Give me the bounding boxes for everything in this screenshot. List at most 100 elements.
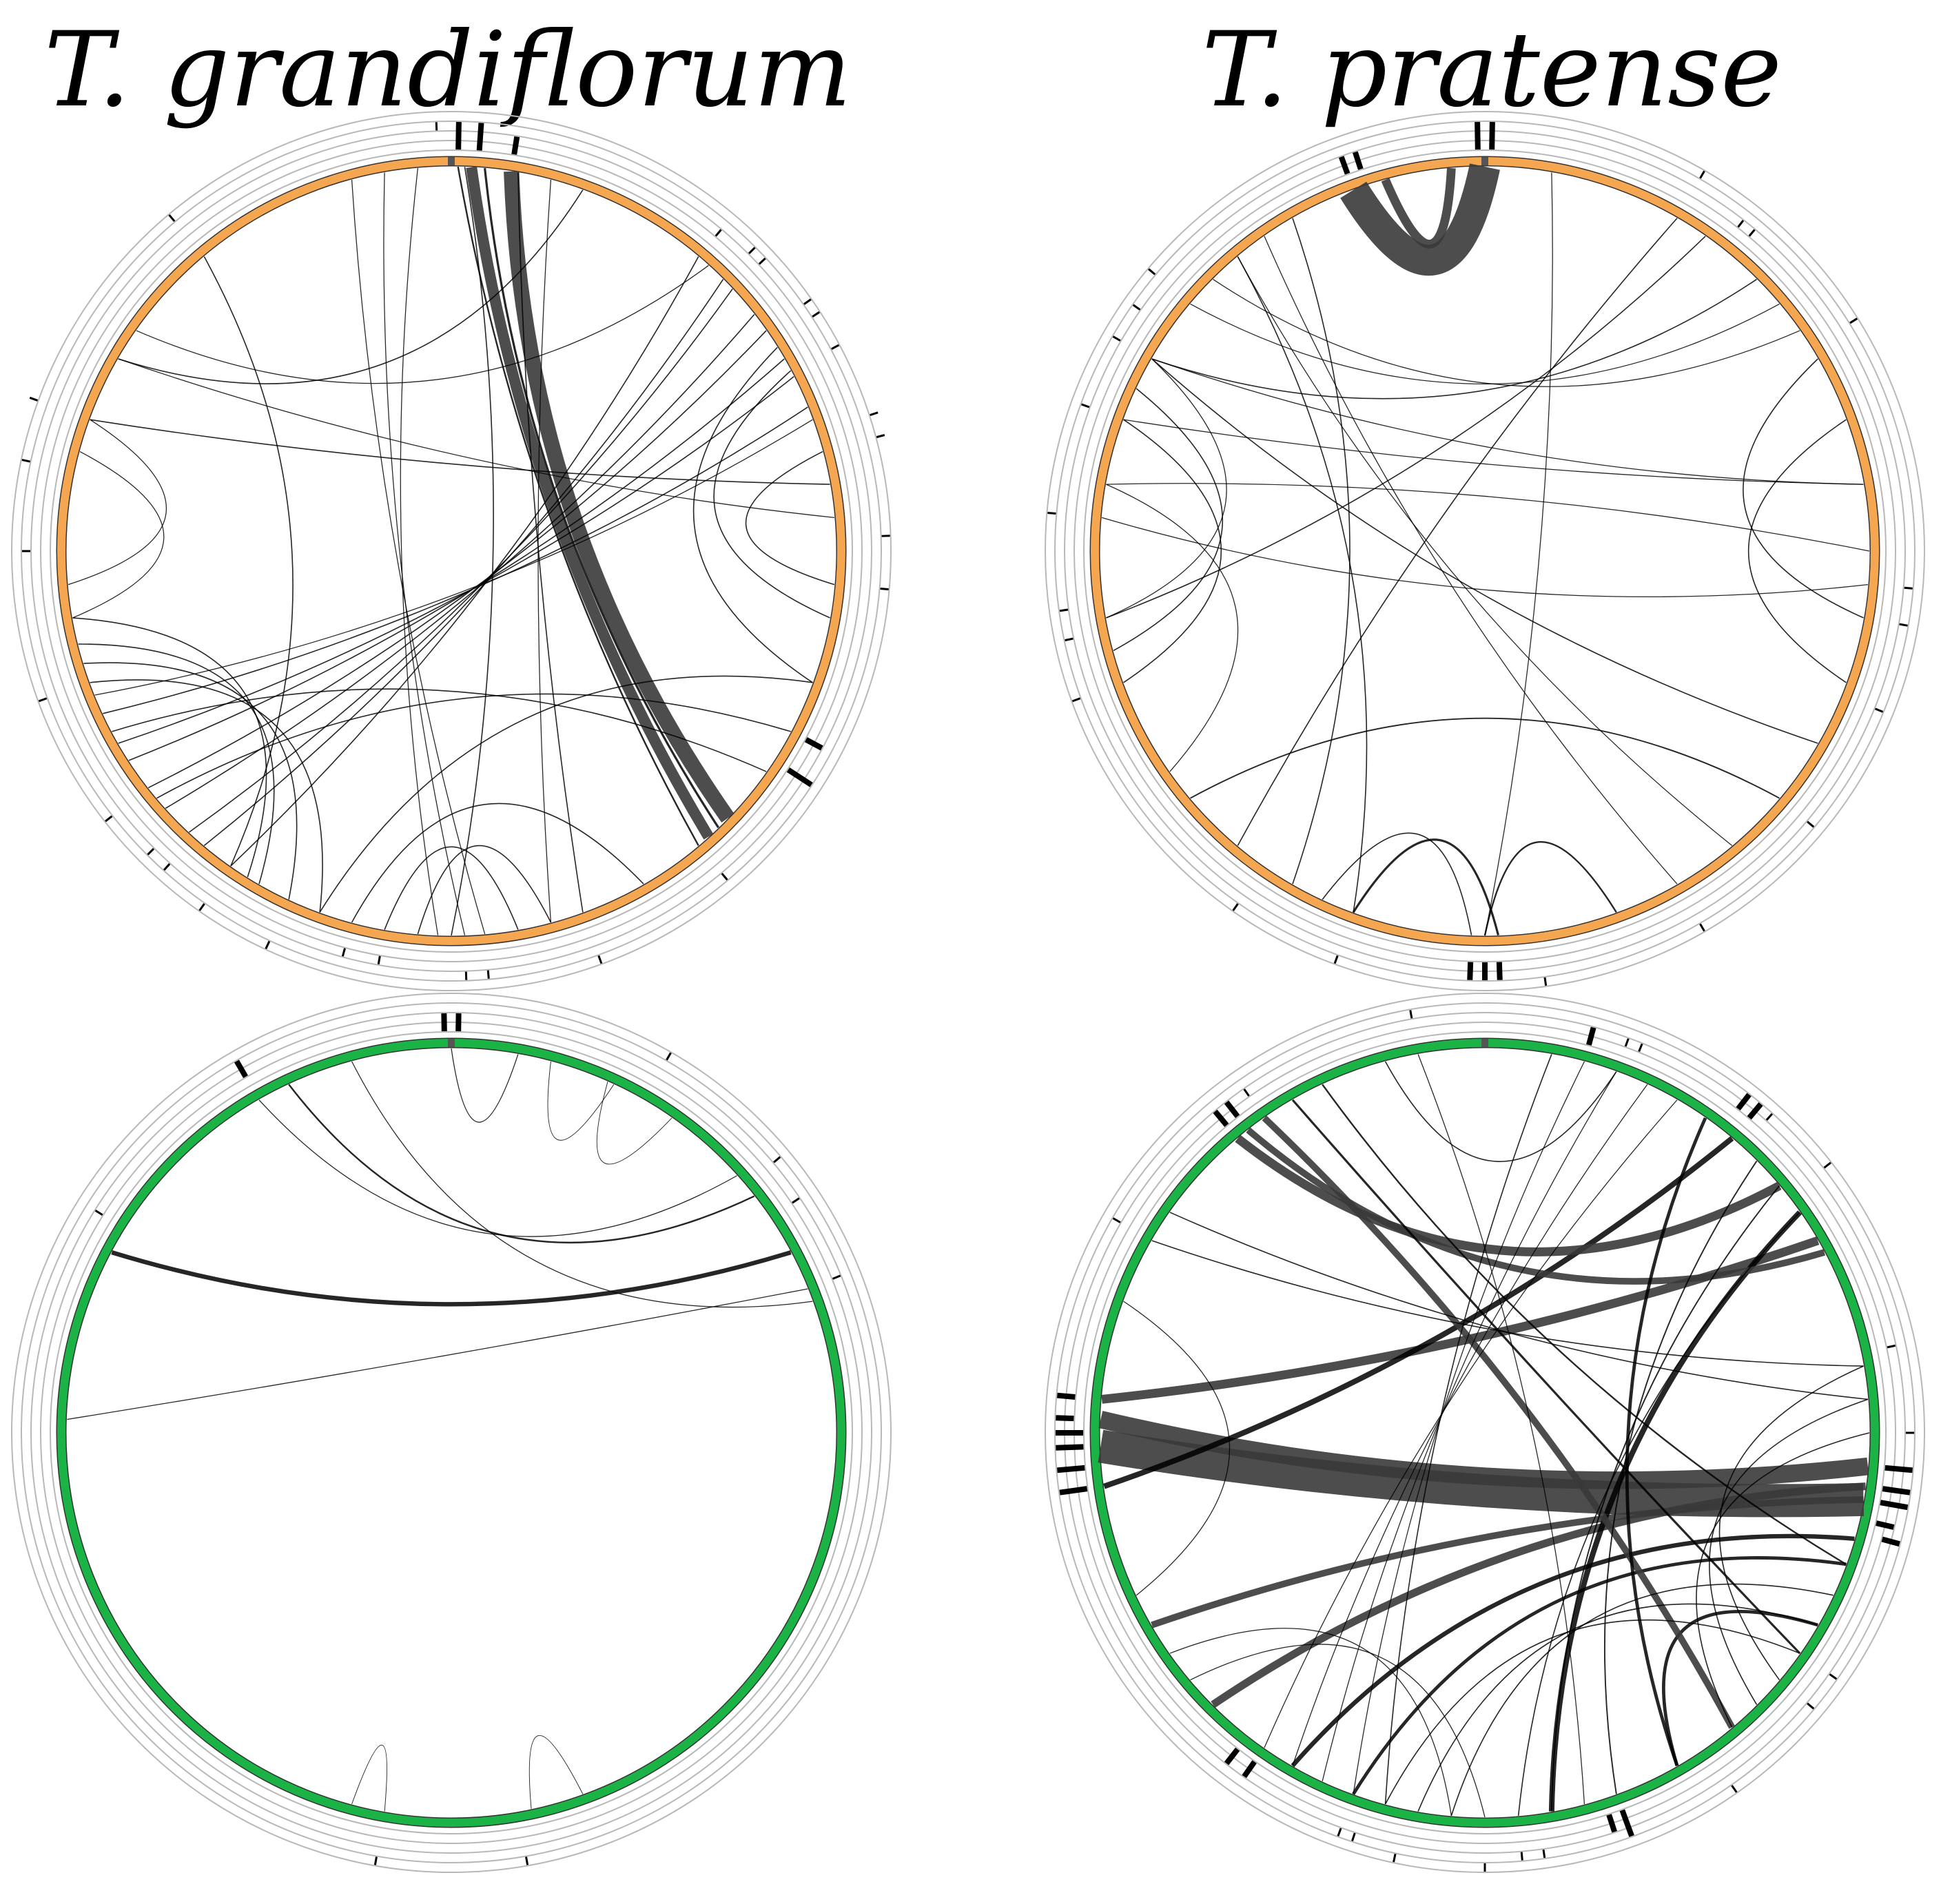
synteny-link: [1237, 256, 1368, 913]
synteny-link: [1322, 832, 1472, 935]
track-tick: [1807, 1702, 1815, 1710]
track-tick: [1333, 955, 1339, 964]
synteny-link: [1696, 1432, 1870, 1728]
synteny-link: [351, 803, 644, 923]
track-tick: [1624, 1038, 1630, 1047]
track-tick: [525, 1856, 529, 1865]
synteny-link: [351, 179, 486, 935]
track-tick: [792, 1197, 800, 1204]
track-tick: [341, 948, 346, 957]
track-tick: [832, 1274, 841, 1280]
chromosome-ring: [57, 1039, 845, 1827]
track-tick: [1748, 229, 1756, 237]
synteny-link: [1101, 517, 1868, 597]
synteny-link: [1123, 419, 1864, 485]
track-circle: [40, 140, 863, 962]
track-tick: [1148, 268, 1156, 276]
synteny-link: [596, 1082, 672, 1165]
track-tick: [94, 1210, 103, 1216]
track-tick: [1736, 1093, 1752, 1111]
track-circle: [40, 1022, 863, 1844]
synteny-link: [1151, 358, 1864, 485]
synteny-link: [1381, 167, 1456, 249]
synteny-link: [90, 679, 323, 913]
track-tick: [511, 136, 520, 155]
synteny-link: [1292, 1084, 1648, 1766]
track-tick: [1849, 318, 1858, 324]
track-tick: [1520, 1852, 1523, 1861]
track-tick: [1224, 1747, 1240, 1766]
synteny-link: [118, 358, 834, 519]
track-circle: [21, 1002, 882, 1863]
track-circle: [50, 149, 853, 953]
synteny-link: [1709, 1398, 1869, 1705]
track-tick: [1699, 170, 1705, 179]
track-tick: [1699, 923, 1705, 932]
track-tick: [804, 737, 823, 751]
synteny-link: [1264, 236, 1678, 884]
track-tick: [597, 955, 603, 964]
track-tick: [1112, 335, 1121, 342]
circos-panel-pratense-green: [1045, 993, 1925, 1873]
synteny-link: [1262, 1115, 1735, 1729]
chromosome-ring: [57, 157, 845, 945]
synteny-link: [1748, 419, 1847, 683]
track-tick: [1224, 1100, 1240, 1119]
track-tick: [1057, 1465, 1085, 1473]
synteny-link: [384, 846, 519, 930]
track-tick: [1232, 903, 1239, 911]
circos-panel-pratense-orange: [1045, 111, 1925, 991]
synteny-link: [1718, 1365, 1864, 1681]
synteny-link: [1550, 1185, 1780, 1812]
synteny-link: [1384, 1061, 1617, 1162]
synteny-link: [1517, 1212, 1800, 1816]
synteny-link: [128, 358, 785, 761]
synteny-link: [1353, 1061, 1585, 1794]
track-tick: [1881, 1536, 1900, 1547]
synteny-link: [1417, 1054, 1585, 1805]
synteny-link: [1190, 303, 1780, 384]
synteny-link: [288, 1084, 755, 1244]
track-tick: [1337, 1828, 1342, 1836]
track-tick: [1765, 1113, 1773, 1121]
synteny-link: [1103, 1136, 1734, 1489]
synteny-link: [1246, 1127, 1826, 1285]
synteny-link: [90, 419, 830, 485]
track-tick: [1071, 697, 1081, 703]
track-tick: [1899, 623, 1908, 627]
track-tick: [1081, 403, 1090, 408]
synteny-link: [1417, 1603, 1818, 1812]
synteny-link: [230, 256, 699, 867]
track-circle: [11, 993, 892, 1873]
track-tick: [38, 697, 48, 703]
synteny-link: [351, 1744, 387, 1812]
track-tick: [1338, 156, 1351, 175]
synteny-link: [1603, 1160, 1758, 1794]
circos-panel-grandiflorum-green: [11, 993, 892, 1873]
synteny-link: [537, 179, 552, 923]
synteny-link: [103, 406, 808, 714]
synteny-link: [528, 1735, 584, 1809]
synteny-link: [713, 370, 830, 619]
synteny-link: [451, 167, 494, 936]
track-tick: [486, 970, 490, 979]
track-tick: [1829, 1673, 1838, 1680]
synteny-link: [72, 451, 165, 619]
track-tick: [1112, 1217, 1121, 1223]
track-tick: [198, 903, 205, 911]
synteny-link: [1322, 1071, 1617, 1781]
track-tick: [234, 1059, 248, 1078]
track-tick: [1475, 122, 1481, 150]
synteny-link: [1384, 1620, 1800, 1805]
track-tick: [1880, 1500, 1909, 1511]
track-tick: [812, 311, 821, 318]
track-circle: [1045, 993, 1925, 1873]
track-circle: [30, 130, 872, 972]
synteny-link: [111, 1250, 792, 1307]
track-circle: [1054, 1002, 1916, 1863]
track-tick: [880, 587, 889, 591]
track-tick: [1876, 1520, 1895, 1530]
synteny-link: [78, 643, 275, 884]
track-tick: [265, 940, 271, 949]
synteny-link: [1123, 419, 1222, 683]
